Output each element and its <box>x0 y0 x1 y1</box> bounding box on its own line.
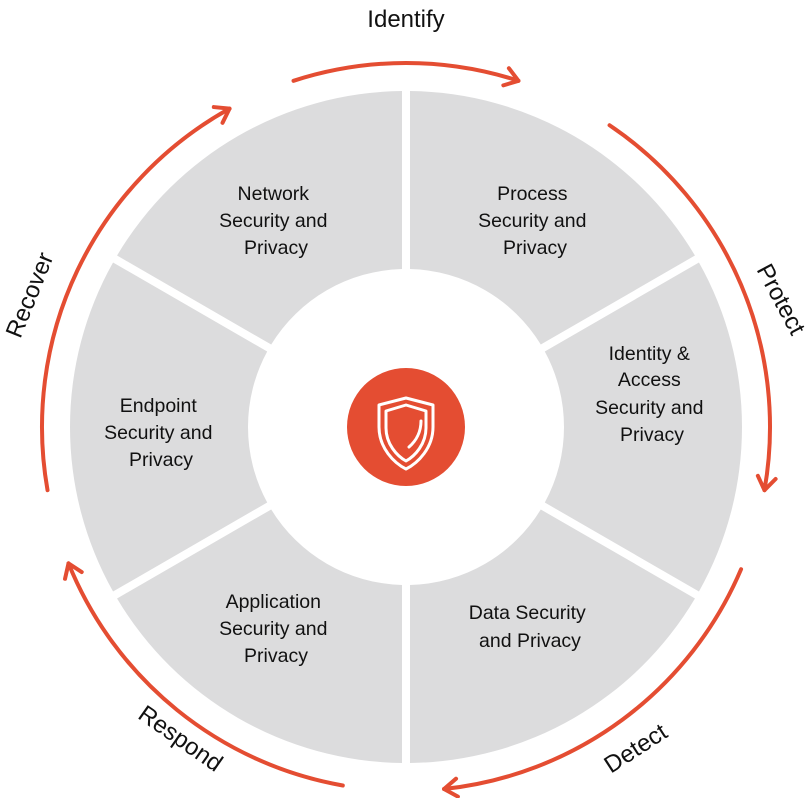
arrow-detect-head <box>442 776 460 798</box>
segment-label-identity: Identity & Access Security and Privacy <box>595 343 709 446</box>
segment-endpoint <box>70 262 268 592</box>
segment-label-process: Process Security and Privacy <box>478 183 592 259</box>
stage-label-recover: Recover <box>1 249 60 342</box>
arrow-respond-head <box>63 561 84 581</box>
arrow-detect-arc <box>442 567 744 792</box>
segment-labels: Network Security and Privacy Process Sec… <box>104 183 709 667</box>
arrow-identify-head <box>501 66 521 88</box>
segment-label-network: Network Security and Privacy <box>219 183 333 259</box>
segment-process <box>410 91 695 345</box>
arrow-respond <box>63 561 345 788</box>
stage-label-protect: Protect <box>751 260 809 340</box>
arrow-respond-arc <box>66 561 345 788</box>
cycle-arrows <box>40 61 778 798</box>
segment-identity <box>544 262 742 592</box>
stage-label-identify: Identify <box>367 6 444 33</box>
shield-icon <box>377 396 435 471</box>
segment-label-application: Application Security and Privacy <box>219 591 333 667</box>
segment-application <box>117 509 402 763</box>
arrow-identify <box>291 61 521 88</box>
segment-network <box>117 91 402 345</box>
arrow-recover <box>40 105 232 493</box>
segment-data <box>410 509 695 763</box>
segment-ring <box>70 91 742 763</box>
arrow-protect-head <box>755 473 778 493</box>
arrow-recover-head <box>211 105 232 125</box>
segment-label-endpoint: Endpoint Security and Privacy <box>104 395 218 471</box>
center-hub <box>347 368 465 486</box>
arrow-recover-arc <box>40 106 232 493</box>
arrow-protect-arc <box>607 123 772 493</box>
arrow-detect <box>442 567 744 798</box>
center-badge <box>347 368 465 486</box>
segment-label-data: Data Security and Privacy <box>469 602 591 652</box>
arrow-protect <box>607 123 778 493</box>
arrow-identify-arc <box>291 61 521 83</box>
